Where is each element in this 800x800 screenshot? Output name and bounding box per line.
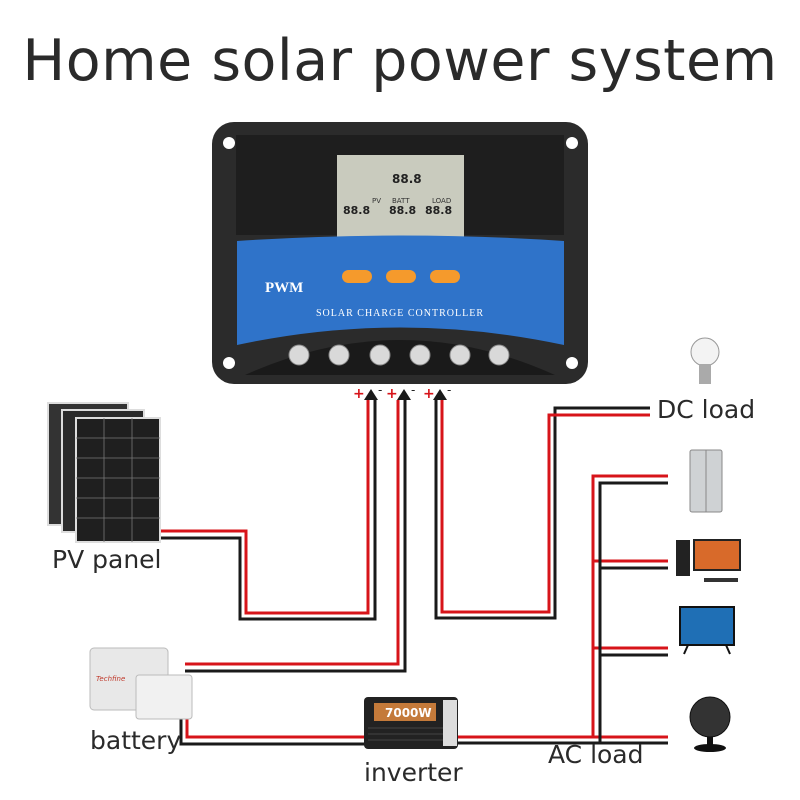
terminal-screw [288, 344, 310, 366]
lcd-batt-value: 88.8 [389, 204, 416, 217]
ac-load-label: AC load [548, 740, 644, 769]
bulb-icon [690, 337, 720, 384]
lcd-batt-label: BATT [392, 197, 410, 205]
svg-text:-: - [411, 383, 415, 397]
terminal-screw [328, 344, 350, 366]
lcd-pv-digits: 88.8 [343, 204, 370, 217]
ac-wire-positive [455, 474, 668, 739]
inverter-power: 7000W [385, 706, 432, 720]
computer-icon [676, 539, 741, 582]
battery-icon: Techfine [89, 647, 193, 720]
lcd-batt-digits: 88.8 [392, 172, 422, 186]
dc-load-label: DC load [657, 395, 756, 424]
charge-controller: PV BATT LOAD 88.8 88.8 88.8 88.8 PWM SOL… [212, 122, 588, 384]
svg-text:+: + [423, 386, 435, 402]
svg-text:+: + [386, 386, 398, 402]
lcd-load-label: LOAD [432, 197, 451, 205]
terminal-screw [409, 344, 431, 366]
terminal-screw [369, 344, 391, 366]
battery-wire-positive [185, 400, 400, 666]
up-button[interactable] [386, 270, 416, 283]
svg-text:+: + [353, 386, 365, 402]
fridge-icon [689, 449, 723, 513]
load-wire-positive [440, 400, 650, 614]
inverter-label: inverter [364, 758, 463, 787]
battery-wire-negative [185, 400, 407, 673]
battery-label: battery [90, 726, 182, 755]
controller-name: SOLAR CHARGE CONTROLLER [316, 308, 484, 319]
lcd-pv-label: PV [372, 197, 381, 205]
load-wire-negative [434, 400, 650, 620]
battery-inverter-wire-negative [179, 712, 370, 746]
pv-panel-icon [47, 402, 161, 543]
terminal-screw [449, 344, 471, 366]
lcd-load-digits: 88.8 [425, 204, 452, 217]
pv-panel-label: PV panel [52, 545, 162, 574]
pv-wire-negative [160, 400, 377, 621]
svg-text:Techfine: Techfine [96, 675, 125, 683]
wires [160, 400, 668, 746]
fan-icon [689, 696, 731, 752]
ac-wire-negative [455, 481, 668, 745]
tv-icon [679, 606, 735, 655]
svg-text:-: - [378, 383, 382, 397]
pv-wire-positive [160, 400, 370, 615]
down-button[interactable] [430, 270, 460, 283]
inverter-icon: 7000W [364, 697, 458, 749]
blue-panel [237, 235, 564, 345]
lcd-screen [337, 155, 464, 238]
page-title: Home solar power system [22, 28, 778, 94]
svg-text:-: - [447, 383, 451, 397]
menu-button[interactable] [342, 270, 372, 283]
polarity-markers: + - + - + - [353, 383, 451, 402]
battery-inverter-wire-positive [185, 712, 370, 739]
pwm-label: PWM [265, 280, 303, 296]
terminal-screw [488, 344, 510, 366]
